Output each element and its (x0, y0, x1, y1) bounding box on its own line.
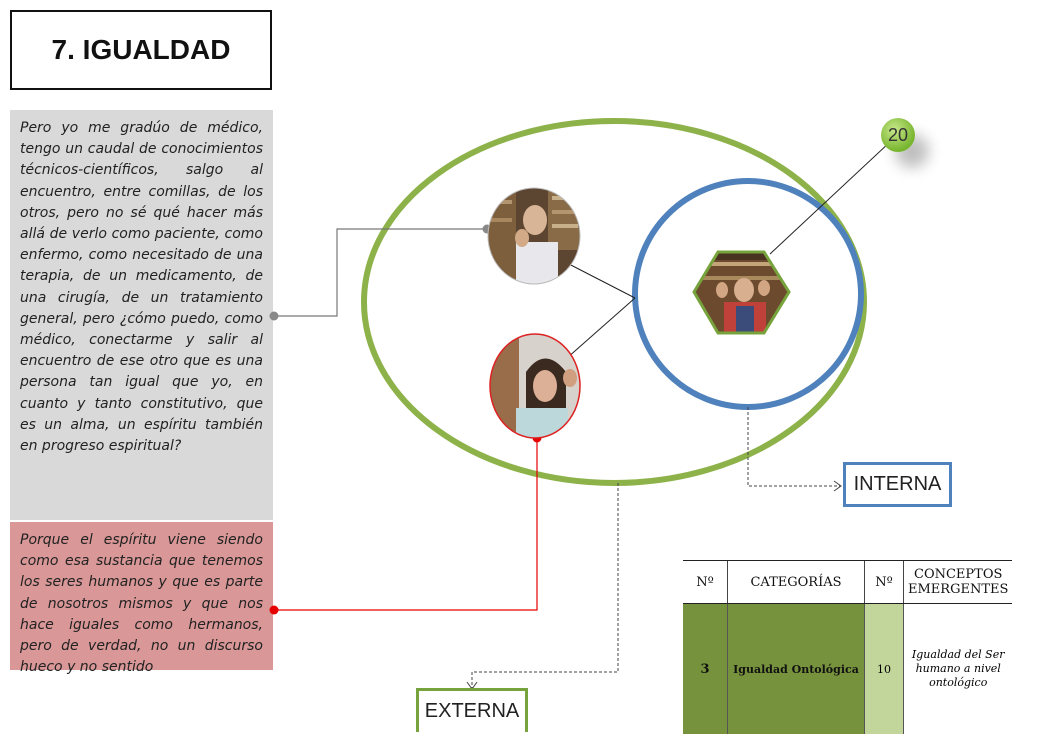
header-concepts: CONCEPTOS EMERGENTES (904, 561, 1013, 604)
photo-top (486, 186, 582, 288)
outer-ellipse (364, 121, 864, 483)
categories-table: Nº CATEGORÍAS Nº CONCEPTOS EMERGENTES 3 … (683, 560, 1012, 734)
cell-concept: Igualdad del Ser humano a nivel ontológi… (904, 604, 1013, 734)
header-num: Nº (683, 561, 728, 604)
count-badge: 20 (881, 118, 915, 152)
cell-num: 3 (683, 604, 728, 734)
interna-label: INTERNA (843, 462, 952, 507)
cell-count: 10 (865, 604, 904, 734)
table-row: 3 Igualdad Ontológica 10 Igualdad del Se… (683, 604, 1012, 734)
header-categories: CATEGORÍAS (728, 561, 865, 604)
cell-category: Igualdad Ontológica (728, 604, 865, 734)
red-connector-dot-start (270, 606, 279, 615)
gray-connector-dot-start (270, 312, 279, 321)
table-header-row: Nº CATEGORÍAS Nº CONCEPTOS EMERGENTES (683, 561, 1012, 604)
externa-label: EXTERNA (416, 688, 528, 732)
photo-center-hexagon (692, 250, 792, 336)
link-top-photo (565, 262, 635, 298)
externa-arrow (472, 483, 618, 688)
link-badge (770, 142, 890, 254)
header-count: Nº (865, 561, 904, 604)
link-bottom-photo (567, 298, 635, 358)
